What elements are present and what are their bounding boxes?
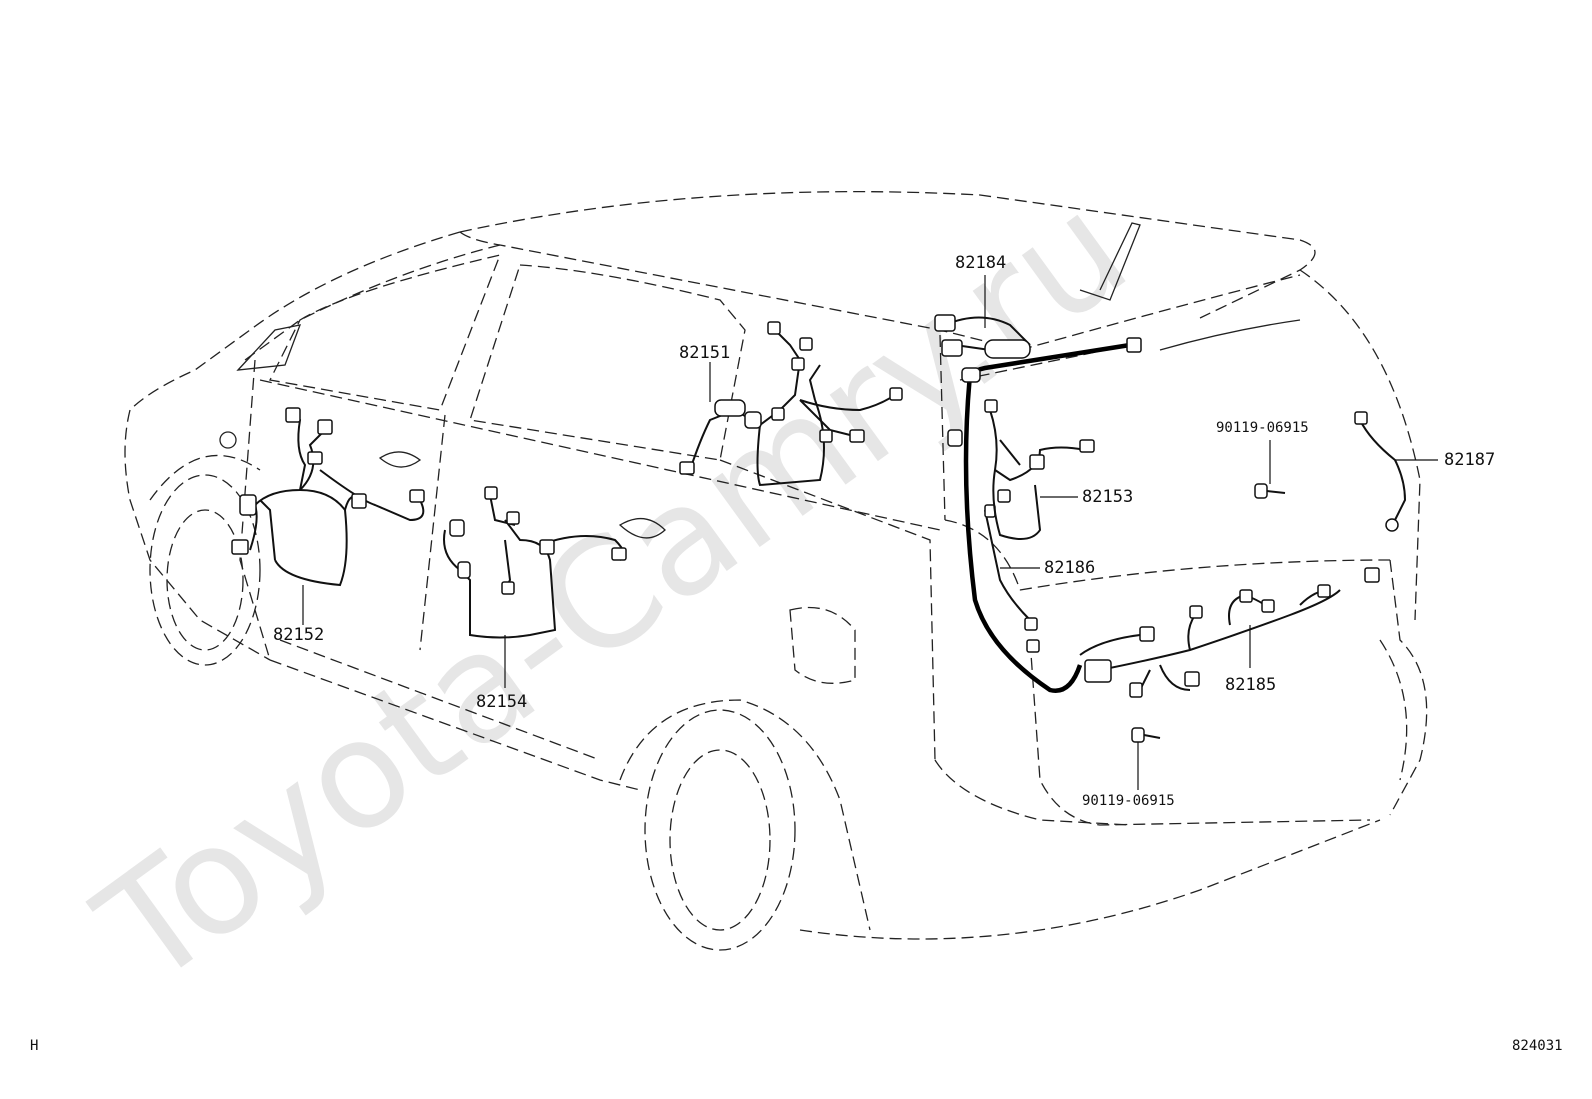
label-82153: 82153 <box>1082 487 1133 507</box>
footer-drawing-number: 824031 <box>1512 1038 1563 1054</box>
label-82154: 82154 <box>476 692 527 712</box>
label-82152: 82152 <box>273 625 324 645</box>
label-82186: 82186 <box>1044 558 1095 578</box>
label-82187: 82187 <box>1444 450 1495 470</box>
harness-82187 <box>1354 411 1407 532</box>
footer-left-code: H <box>30 1038 39 1054</box>
harness-82184 <box>934 314 1031 359</box>
harness-82151 <box>679 321 903 487</box>
label-82151: 82151 <box>679 343 730 363</box>
leader-lines <box>302 275 1438 790</box>
bolt-lower <box>1131 727 1161 743</box>
harness-82185 <box>1084 567 1380 698</box>
harness-82186 <box>961 337 1155 693</box>
label-90119-lower: 90119-06915 <box>1082 793 1175 809</box>
harness-82154 <box>443 486 666 639</box>
label-82185: 82185 <box>1225 675 1276 695</box>
harness-82153 <box>947 399 1095 540</box>
watermark-text: Toyota-Camry.ru <box>68 162 1158 1020</box>
label-90119-upper: 90119-06915 <box>1216 420 1309 436</box>
harness-82152 <box>231 407 425 587</box>
car-body-outline <box>124 190 1428 951</box>
label-82184: 82184 <box>955 253 1006 273</box>
bolt-upper <box>1254 483 1286 499</box>
